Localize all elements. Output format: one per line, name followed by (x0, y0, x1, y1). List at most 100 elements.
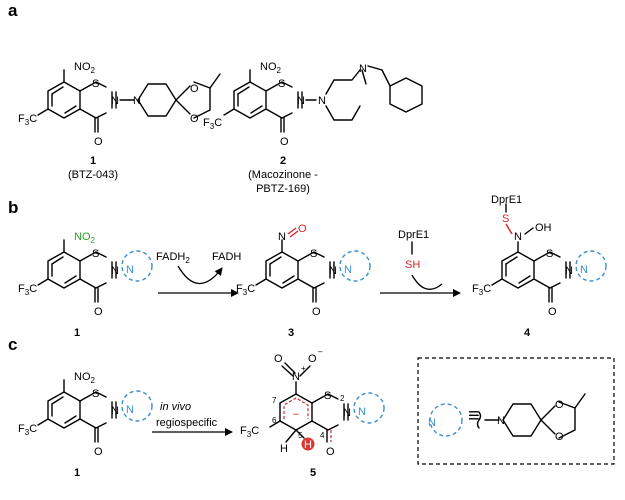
compound-1-piperidine-n: N (133, 95, 141, 107)
position-7: 7 (272, 396, 277, 405)
compound-3-nitroso-n: N (278, 231, 286, 243)
equivalence-n: N (428, 417, 436, 429)
compound-4-oh: OH (535, 222, 552, 234)
compound-3-label: 3 (288, 327, 294, 339)
compound-1-name: (BTZ-043) (68, 169, 118, 181)
thioether-s: S (502, 213, 509, 225)
compound-5-nitrogen: N (343, 407, 351, 419)
compound-4-carbonyl-o: O (548, 306, 557, 318)
equivalence-structure (476, 393, 586, 439)
compound-3-sulfur: S (310, 248, 317, 260)
panel-b-c1-amine-n: N (126, 264, 134, 276)
panel-c-c1-cf3: F3C (18, 423, 37, 437)
compound-2-sulfur: S (278, 78, 285, 90)
compound-1-structure (37, 69, 221, 133)
compound-5-cf3: F3C (240, 425, 259, 439)
position-6: 6 (272, 416, 277, 425)
panel-c-no2: NO2 (74, 371, 96, 385)
amine-circle (121, 250, 153, 282)
compound-5-label: 5 (310, 467, 316, 479)
compound-1-cf3: F3C (18, 113, 37, 127)
compound-3-carbonyl-o: O (312, 306, 321, 318)
equivalence-box (417, 357, 615, 465)
compound-5-amine-n: N (358, 406, 366, 418)
equivalence-o2: O (555, 431, 564, 443)
panel-c-c1-sulfur: S (92, 388, 99, 400)
compound-5-nitro-o1: O (274, 353, 283, 365)
equivalence-circle (429, 403, 463, 437)
position-5: 5 (298, 431, 303, 440)
compound-2-cf3: F3C (203, 117, 222, 131)
condition-regiospecific: regiospecific (156, 417, 218, 429)
panel-c-c1-carbonyl-o: O (94, 446, 103, 458)
panel-b-compound-1-label: 1 (74, 327, 80, 339)
compound-5-minus-ring: – (293, 408, 300, 420)
amine-circle (121, 390, 153, 422)
compound-5-h-atom: H (280, 443, 288, 455)
compound-5-carbonyl-o: O (326, 446, 335, 458)
compound-4-amine-n: N (580, 264, 588, 276)
thiol-curve-arrow (411, 274, 443, 290)
panel-c-c1-amine-n: N (126, 404, 134, 416)
panel-label-a: a (8, 1, 18, 20)
compound-1-dioxolane-o1: O (190, 83, 199, 95)
compound-3-nitroso-o: O (298, 223, 307, 235)
compound-4-cf3: F3C (472, 283, 491, 297)
panel-b-compound-1 (37, 239, 153, 303)
compound-5-sulfur: S (324, 390, 331, 402)
panel-label-b: b (8, 198, 18, 217)
fadh-label: FADH (212, 251, 241, 263)
compound-5-nitro-o2: O (308, 353, 317, 365)
compound-4-n: N (514, 231, 522, 243)
panel-b-c1-nitrogen: N (111, 265, 119, 277)
amine-circle (353, 392, 385, 424)
condition-in-vivo: in vivo (160, 401, 191, 413)
compound-4-nitrogen: N (565, 265, 573, 277)
compound-2-piperazine-n1: N (318, 95, 326, 107)
compound-2-nitrogen: N (297, 95, 305, 107)
equivalence-piperidine-n: N (497, 415, 505, 427)
compound-5-plus-charge: + (301, 364, 306, 373)
compound-2-structure (223, 65, 423, 133)
panel-b-c1-cf3: F3C (18, 283, 37, 297)
compound-4-structure (491, 203, 607, 303)
panel-c-compound-1-label: 1 (74, 467, 80, 479)
position-4: 4 (320, 431, 325, 440)
amine-circle (575, 250, 607, 282)
compound-4-sulfur: S (546, 248, 553, 260)
panel-b-no2: NO2 (74, 231, 96, 245)
compound-1-no2: NO2 (74, 61, 96, 75)
compound-1-carbonyl-o: O (94, 136, 103, 148)
compound-1-label: 1 (90, 155, 96, 167)
thiol-label: SH (405, 259, 420, 271)
compound-2-piperazine-n2: N (359, 63, 367, 75)
compound-1-sulfur: S (92, 78, 99, 90)
compound-3-amine-n: N (344, 264, 352, 276)
panel-b-c1-carbonyl-o: O (94, 306, 103, 318)
compound-1-dioxolane-o2: O (190, 113, 199, 125)
compound-3-cf3: F3C (236, 283, 255, 297)
compound-5-structure (269, 362, 385, 451)
compound-2-label: 2 (280, 155, 286, 167)
compound-5-h-red: H (304, 439, 312, 451)
panel-c-c1-nitrogen: N (111, 405, 119, 417)
compound-2-name-line2: PBTZ-169) (256, 183, 310, 195)
compound-2-no2: NO2 (260, 61, 282, 75)
compound-5-nitro-n: N (292, 371, 300, 383)
dpre1-label: DprE1 (398, 229, 429, 241)
fadh2-label: FADH2 (156, 251, 190, 265)
compound-1-nitrogen: N (111, 95, 119, 107)
panel-c-compound-1 (37, 379, 153, 443)
fadh-curve-arrow (177, 265, 223, 285)
equivalence-symbol: ≡ (468, 405, 480, 427)
compound-3-structure (255, 227, 371, 303)
dpre1-bound-label: DprE1 (491, 194, 522, 206)
compound-2-name-line1: (Macozinone - (248, 169, 318, 181)
equivalence-o1: O (555, 399, 564, 411)
compound-4-label: 4 (524, 327, 531, 339)
compound-2-carbonyl-o: O (280, 136, 289, 148)
panel-label-c: c (8, 335, 17, 354)
compound-3-nitrogen: N (329, 265, 337, 277)
amine-circle (339, 250, 371, 282)
